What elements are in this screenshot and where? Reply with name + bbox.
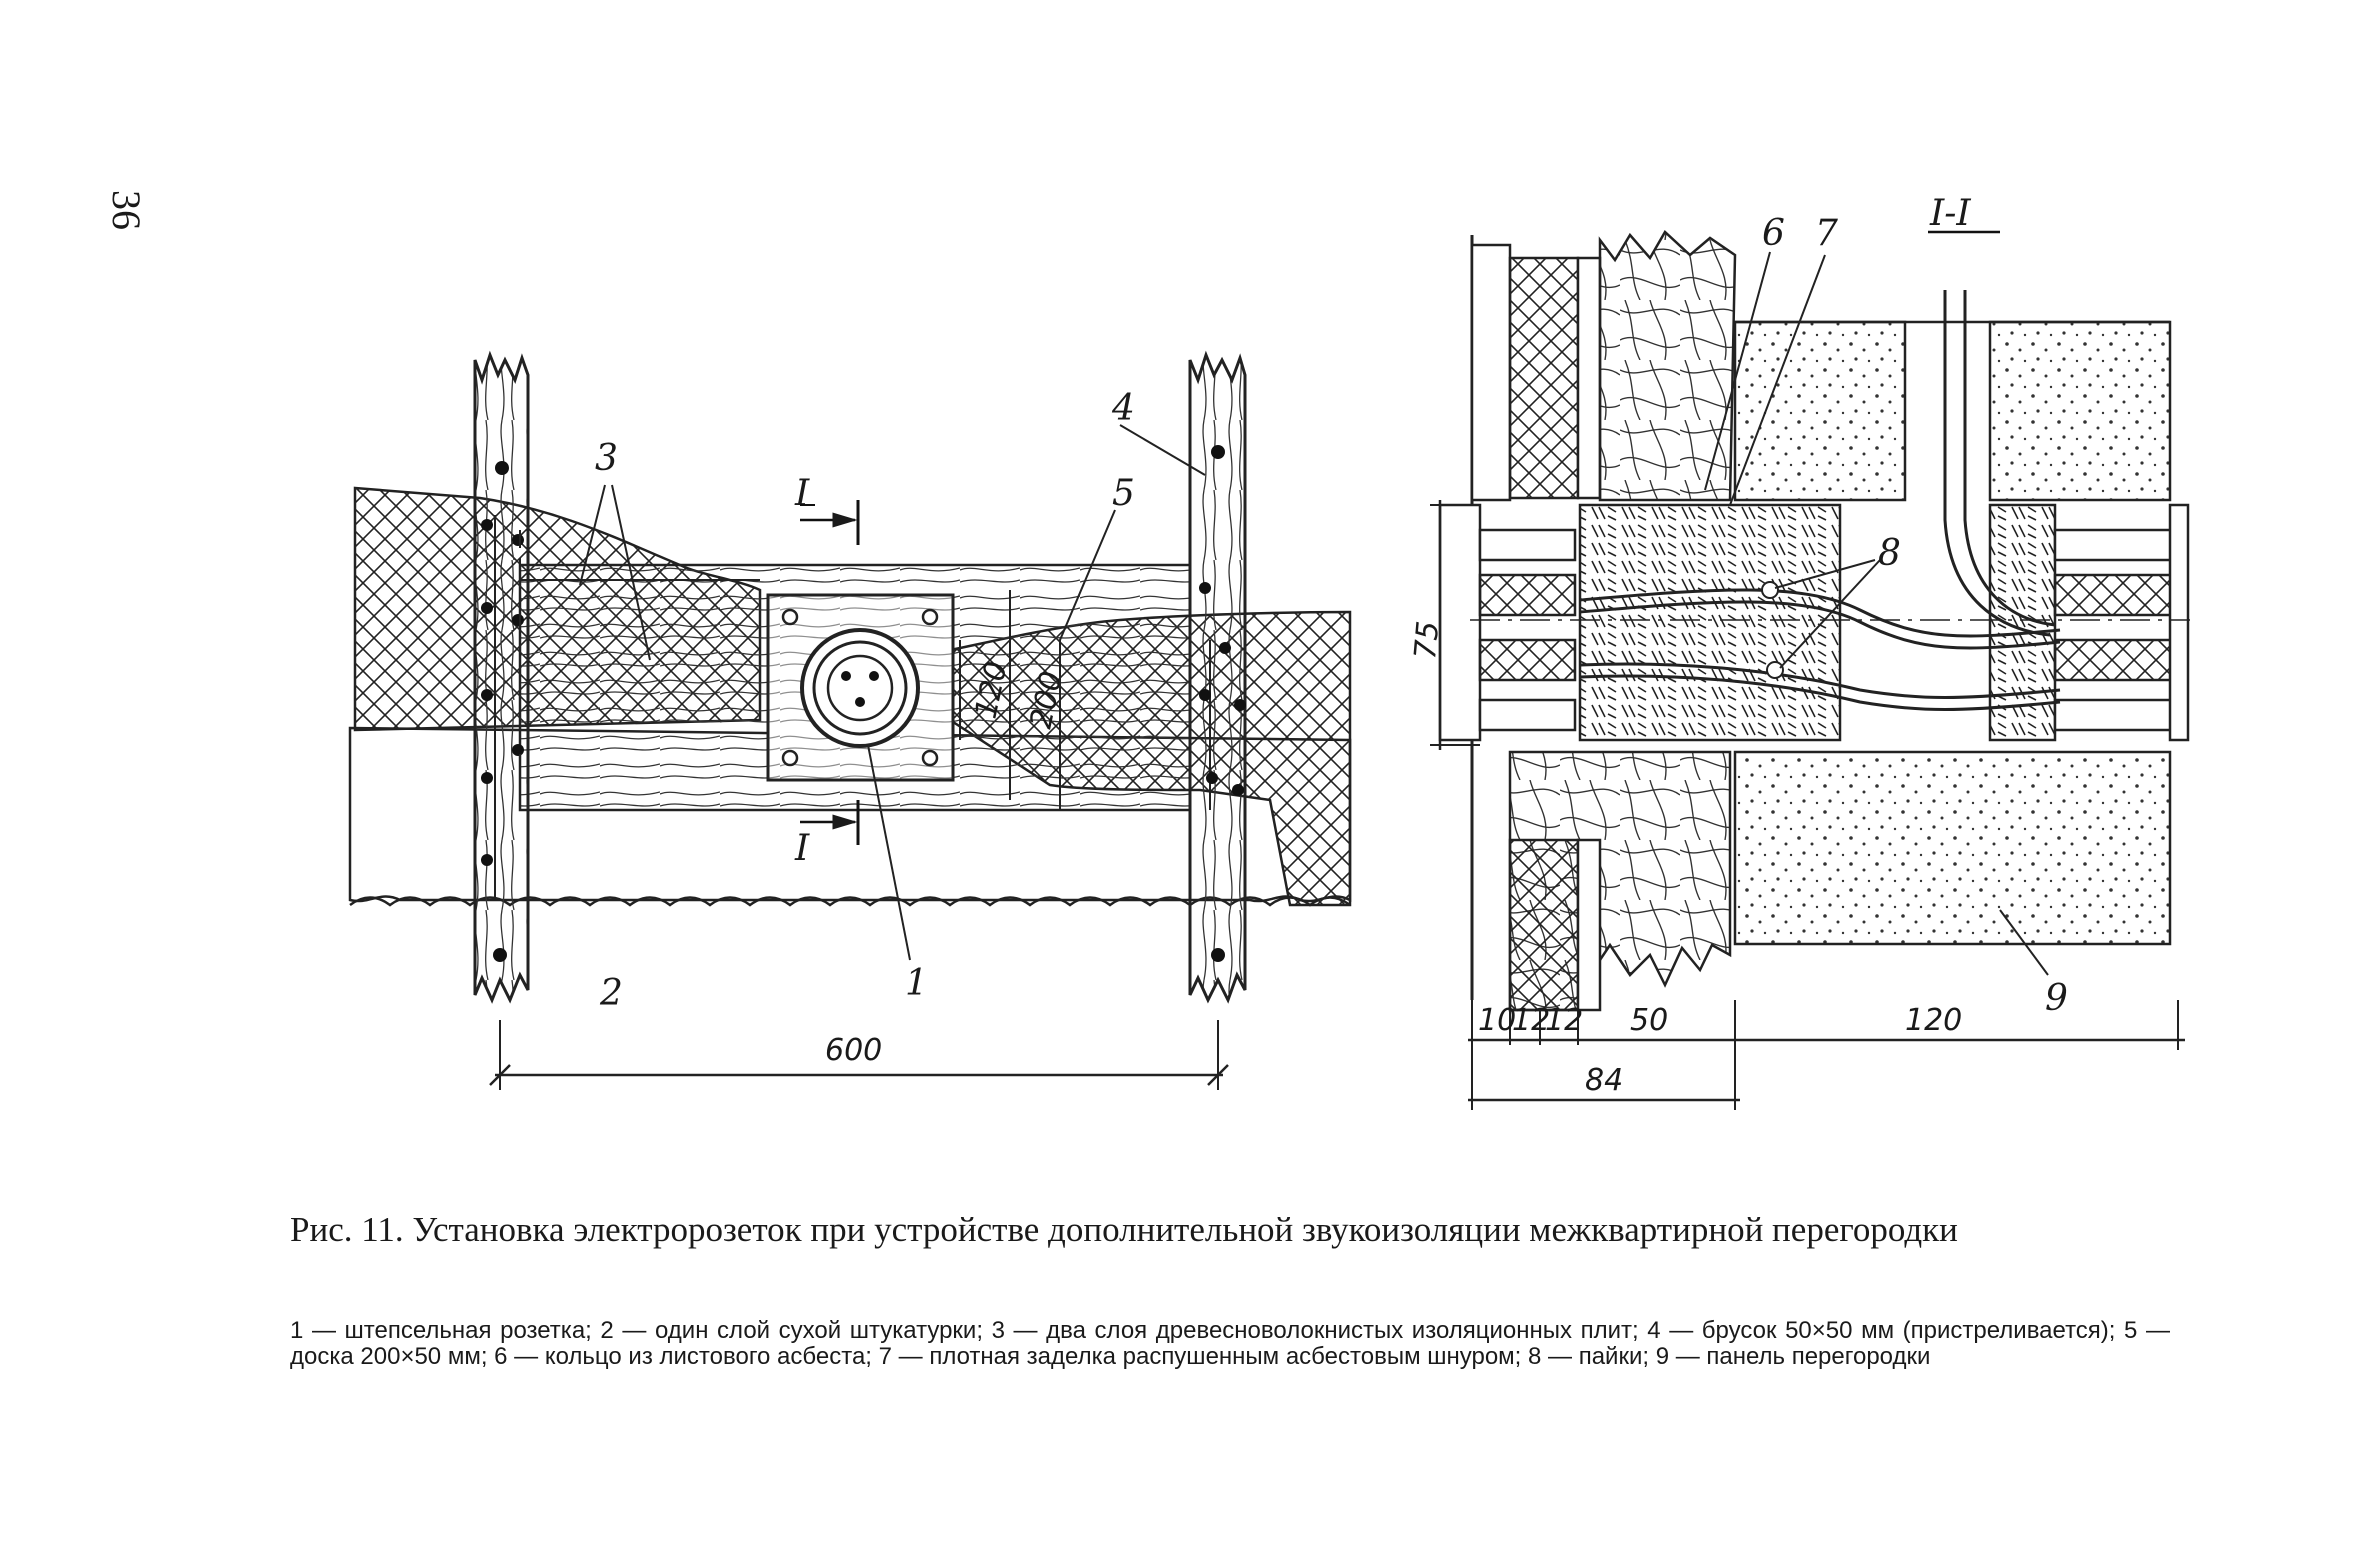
svg-text:600: 600: [825, 1033, 882, 1068]
label-1: 1: [905, 963, 928, 1004]
left-stud: [473, 350, 530, 1004]
figure-caption: Рис. 11. Установка электророзеток при ус…: [290, 1210, 1958, 1249]
svg-text:50: 50: [1630, 1003, 1668, 1038]
section-marks: I I: [794, 473, 860, 869]
label-2: 2: [599, 973, 623, 1014]
svg-text:84: 84: [1585, 1063, 1623, 1098]
svg-text:10: 10: [1478, 1003, 1516, 1038]
label-6: 6: [1762, 213, 1785, 254]
svg-text:120: 120: [1905, 1003, 1962, 1038]
svg-text:12: 12: [1545, 1003, 1583, 1038]
svg-text:12: 12: [1512, 1003, 1550, 1038]
label-3: 3: [595, 438, 618, 479]
label-8: 8: [1878, 533, 1901, 574]
label-4: 4: [1111, 388, 1135, 429]
svg-text:75: 75: [1408, 620, 1446, 661]
right-stud: [1188, 350, 1247, 1004]
partition-panel: [1733, 750, 2172, 946]
svg-text:I: I: [794, 828, 810, 869]
outlet-socket: [800, 628, 920, 748]
label-5: 5: [1112, 473, 1135, 514]
section-view: I-I: [1408, 193, 2190, 1110]
figure-legend: 1 — штепсельная розетка; 2 — один слой с…: [290, 1317, 2170, 1370]
label-7: 7: [1815, 213, 1838, 254]
section-title: I-I: [1929, 193, 1971, 234]
svg-text:I: I: [794, 473, 810, 514]
elevation-view: I I 120 200 600 3 4 5 2 1: [348, 350, 1352, 1090]
label-9: 9: [2045, 978, 2068, 1019]
